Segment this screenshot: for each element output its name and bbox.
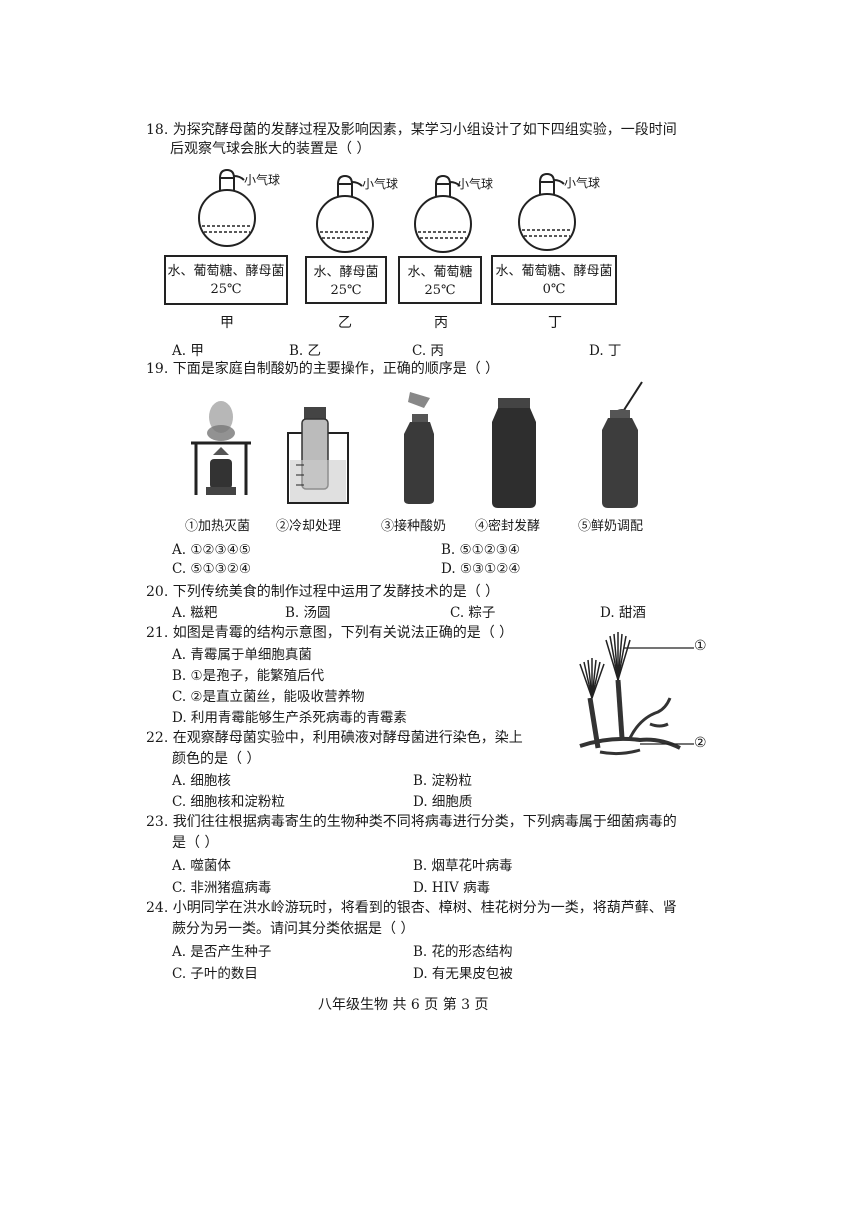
q24-option-c: C. 子叶的数目	[172, 966, 258, 982]
q18-option-a: A. 甲	[172, 343, 204, 359]
step-caption-2: ②冷却处理	[276, 519, 342, 534]
q23-option-c: C. 非洲猪瘟病毒	[172, 880, 272, 896]
setup-name-yi: 乙	[338, 315, 352, 331]
setup-name-jia: 甲	[220, 315, 234, 331]
setup-contents: 水、酵母菌	[313, 265, 379, 280]
setup-box-yi: 水、酵母菌 25℃	[305, 256, 387, 304]
q24-option-b: B. 花的形态结构	[413, 944, 513, 960]
page-footer: 八年级生物 共 6 页 第 3 页	[318, 997, 489, 1013]
setup-name-bing: 丙	[434, 315, 448, 331]
balloon-label: 小气球	[564, 176, 601, 190]
q18-option-b: B. 乙	[289, 343, 322, 359]
q24-stem-line2: 蕨分为另一类。请问其分类依据是（ ）	[172, 921, 415, 937]
setup-temp: 0℃	[542, 282, 566, 297]
step-caption-1: ①加热灭菌	[185, 519, 251, 534]
q23-option-b: B. 烟草花叶病毒	[413, 858, 513, 874]
cooling-illustration	[287, 407, 349, 504]
q18-option-c: C. 丙	[412, 343, 444, 359]
q23-stem-line2: 是（ ）	[172, 835, 219, 851]
q20-option-c: C. 粽子	[450, 605, 496, 621]
flask-diagram-bing	[414, 174, 472, 253]
label-2: ②	[694, 735, 707, 751]
q23-option-a: A. 噬菌体	[172, 858, 231, 874]
setup-temp: 25℃	[330, 283, 362, 298]
q20-option-b: B. 汤圆	[285, 605, 331, 621]
inoculation-illustration	[404, 392, 434, 504]
q19-option-b: B. ⑤①②③④	[441, 542, 521, 558]
q21-option-a: A. 青霉属于单细胞真菌	[172, 647, 312, 663]
q18-stem-line1: 18. 为探究酵母菌的发酵过程及影响因素，某学习小组设计了如下四组实验，一段时间	[146, 122, 677, 138]
q24-option-a: A. 是否产生种子	[172, 944, 272, 960]
penicillium-diagram	[579, 632, 694, 756]
q20-option-d: D. 甜酒	[600, 605, 646, 621]
q19-option-d: D. ⑤③①②④	[441, 561, 521, 577]
flask-diagram-yi	[316, 174, 374, 253]
q18-option-d: D. 丁	[589, 343, 622, 359]
balloon-label: 小气球	[457, 177, 494, 191]
setup-box-ding: 水、葡萄糖、酵母菌 0℃	[491, 255, 617, 305]
q18-stem-line2: 后观察气球会胀大的装置是（ ）	[170, 141, 371, 157]
q22-option-b: B. 淀粉粒	[413, 773, 473, 789]
flask-diagram-jia	[198, 168, 256, 247]
q23-stem-line1: 23. 我们往往根据病毒寄生的生物种类不同将病毒进行分类，下列病毒属于细菌病毒的	[146, 814, 677, 830]
step-caption-3: ③接种酸奶	[381, 519, 447, 534]
q22-option-d: D. 细胞质	[413, 794, 473, 810]
balloon-label: 小气球	[244, 173, 281, 187]
q22-option-a: A. 细胞核	[172, 773, 231, 789]
q24-option-d: D. 有无果皮包被	[413, 966, 513, 982]
label-1: ①	[694, 638, 707, 654]
setup-box-bing: 水、葡萄糖 25℃	[398, 256, 482, 304]
setup-contents: 水、葡萄糖、酵母菌	[495, 264, 613, 279]
q19-option-c: C. ⑤①③②④	[172, 561, 251, 577]
q20-stem: 20. 下列传统美食的制作过程中运用了发酵技术的是（ ）	[146, 584, 500, 600]
flask-diagram-ding	[518, 172, 576, 251]
q21-option-b: B. ①是孢子，能繁殖后代	[172, 668, 325, 684]
balloon-label: 小气球	[362, 177, 399, 191]
q20-option-a: A. 糍粑	[172, 605, 218, 621]
setup-temp: 25℃	[210, 282, 242, 297]
q19-stem: 19. 下面是家庭自制酸奶的主要操作，正确的顺序是（ ）	[146, 361, 500, 377]
q21-option-d: D. 利用青霉能够生产杀死病毒的青霉素	[172, 710, 407, 726]
setup-box-jia: 水、葡萄糖、酵母菌 25℃	[164, 255, 288, 305]
setup-name-ding: 丁	[548, 315, 562, 331]
q24-stem-line1: 24. 小明同学在洪水岭游玩时，将看到的银杏、樟树、桂花树分为一类，将葫芦藓、肾	[146, 900, 677, 916]
fermentation-illustration	[492, 398, 536, 508]
step-caption-5: ⑤鲜奶调配	[578, 519, 644, 534]
q21-stem: 21. 如图是青霉的结构示意图，下列有关说法正确的是（ ）	[146, 625, 514, 641]
q21-option-c: C. ②是直立菌丝，能吸收营养物	[172, 689, 365, 705]
setup-contents: 水、葡萄糖、酵母菌	[167, 264, 285, 279]
setup-temp: 25℃	[424, 283, 456, 298]
heating-illustration	[191, 401, 251, 495]
milk-mixing-illustration	[602, 381, 643, 508]
q22-option-c: C. 细胞核和淀粉粒	[172, 794, 285, 810]
q22-stem-line1: 22. 在观察酵母菌实验中，利用碘液对酵母菌进行染色，染上	[146, 730, 523, 746]
q19-option-a: A. ①②③④⑤	[172, 542, 251, 558]
step-caption-4: ④密封发酵	[475, 519, 541, 534]
q22-stem-line2: 颜色的是（ ）	[172, 751, 261, 767]
setup-contents: 水、葡萄糖	[407, 265, 473, 280]
q23-option-d: D. HIV 病毒	[413, 880, 491, 896]
